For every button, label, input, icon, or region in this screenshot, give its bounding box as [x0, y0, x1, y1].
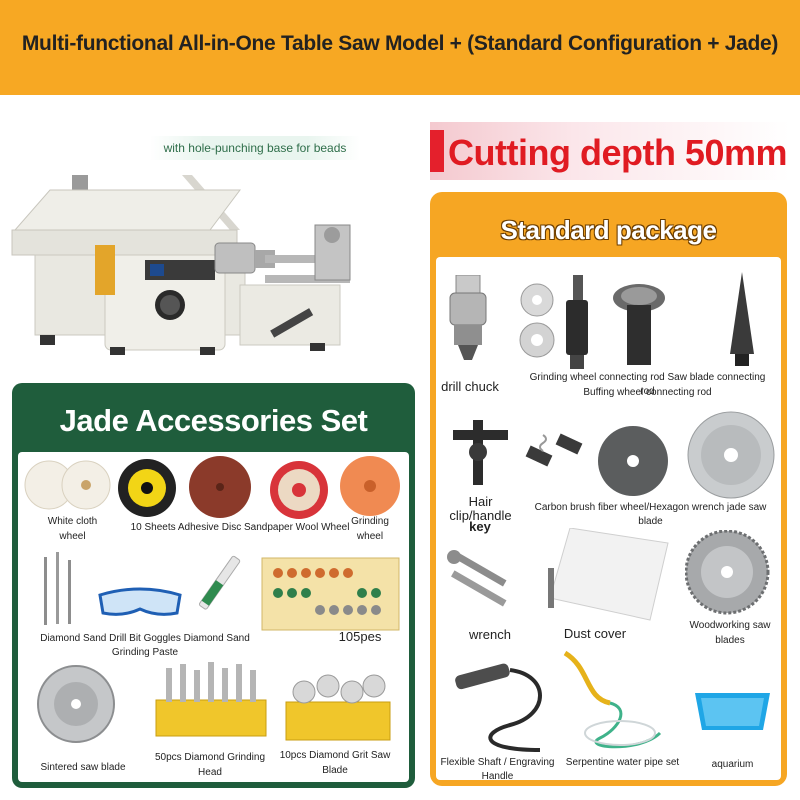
drill-chuck-image [446, 275, 491, 360]
woodworking-blade-label-2: blades [715, 635, 745, 646]
grinding-wheel-image [336, 455, 404, 517]
flexible-shaft-image [450, 655, 560, 755]
brush-row-label: Carbon brush fiber wheel/Hexagon wrench … [534, 502, 767, 527]
dust-cover-label: Dust cover [563, 626, 627, 641]
grinding-wheel-label: Grinding [351, 516, 389, 527]
sintered-saw-blade-image [36, 662, 116, 747]
aquarium-label: aquarium [711, 759, 754, 770]
buffing-rod-label: Buffing wheel connecting rod [583, 387, 712, 398]
count-105-label: 105pes [338, 629, 382, 644]
hex-key-image [443, 410, 523, 490]
white-cloth-label: White cloth [47, 516, 98, 527]
sandpaper-row-label: 10 Sheets Adhesive Disc Sandpaper Wool W… [130, 522, 350, 533]
wrench-image [444, 545, 514, 620]
hair-clip-label: Hair clip/handle [449, 494, 512, 523]
grinding-wheel-label-2: wheel [356, 531, 384, 542]
dust-cover-image [540, 528, 670, 623]
accessory-kit-box-image [258, 548, 403, 638]
aquarium-image [695, 688, 770, 733]
wrench-label: wrench [469, 627, 511, 642]
flexible-shaft-label: Flexible Shaft / Engraving Handle [440, 757, 555, 782]
grinding-paste-image [193, 548, 248, 628]
header-bar [0, 0, 800, 95]
fiber-wheel-image [596, 424, 671, 499]
grinding-head-label: 50pcs Diamond Grinding [154, 752, 266, 763]
drill-chuck-label: drill chuck [441, 379, 499, 394]
diamond-row-label: Diamond Sand Drill Bit Goggles Diamond S… [40, 633, 250, 658]
hole-punching-note: with hole-punching base for beads [150, 136, 360, 160]
connecting-rods-label: Grinding wheel connecting rod Saw blade … [529, 372, 766, 397]
adhesive-disc-image [113, 458, 181, 518]
white-cloth-label-2: wheel [59, 531, 86, 542]
white-cloth-wheel-image [24, 458, 114, 513]
wool-wheel-image [268, 460, 330, 520]
standard-package-content [436, 257, 781, 780]
jade-saw-blade-image [686, 410, 776, 500]
grinding-head-label-2: Head [198, 767, 222, 778]
goggles-image [95, 585, 185, 620]
diamond-drill-bit-image [38, 552, 78, 627]
polishing-cone-image [727, 272, 757, 367]
carbon-brush-image [525, 430, 585, 480]
sintered-saw-blade-label: Sintered saw blade [40, 762, 126, 773]
woodworking-blade-label: Woodworking saw [689, 620, 771, 631]
saw-blade-rod-image [560, 275, 595, 370]
water-pipe-image [560, 648, 670, 753]
jade-accessories-title: Jade Accessories Set [59, 403, 368, 438]
grit-saw-blade-label-2: Blade [322, 765, 348, 776]
water-pipe-label: Serpentine water pipe set [565, 757, 680, 768]
page-title: Multi-functional All-in-One Table Saw Mo… [21, 32, 779, 55]
standard-package-title: Standard package [500, 215, 717, 245]
washer-set-image [515, 282, 560, 362]
key-label: key [469, 519, 491, 534]
buffing-wheel-rod-image [612, 280, 667, 370]
woodworking-blade-image [685, 530, 770, 615]
sandpaper-disc-image [185, 455, 255, 520]
diamond-grinding-head-image [152, 660, 270, 740]
cutting-depth-text: Cutting depth 50mm [448, 132, 788, 173]
grit-saw-blade-label: 10pcs Diamond Grit Saw [279, 750, 391, 761]
table-saw-machine-image [10, 135, 405, 370]
diamond-grit-saw-blade-image [282, 668, 394, 744]
cutting-depth-banner [430, 122, 790, 180]
